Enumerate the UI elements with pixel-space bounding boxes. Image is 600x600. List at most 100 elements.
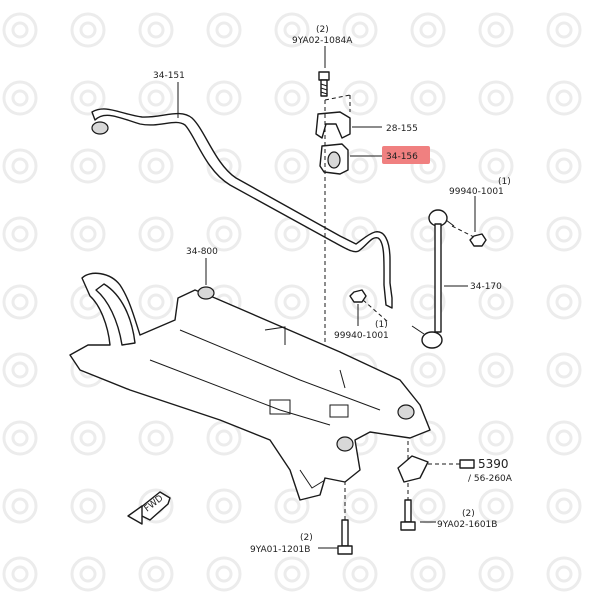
watermark-gear [410, 284, 446, 320]
watermark-gear [410, 352, 446, 388]
watermark-gear [138, 148, 174, 184]
watermark-gear [478, 216, 514, 252]
watermark-gear-inner [79, 565, 97, 583]
watermark-gear-inner [215, 429, 233, 447]
qty-bolt-bottom-right: (2) [462, 509, 475, 519]
watermark-gear [478, 556, 514, 592]
watermark-gear-inner [283, 565, 301, 583]
watermark-gear [478, 420, 514, 456]
watermark-gear-inner [419, 361, 437, 379]
watermark-gear [70, 148, 106, 184]
qty-nut-lower: (1) [375, 320, 388, 330]
qty-bolt-top: (2) [316, 25, 329, 35]
watermark-gear-inner [147, 89, 165, 107]
watermark-gear [274, 488, 310, 524]
watermark-gear-inner [11, 89, 29, 107]
watermark-gear-inner [215, 497, 233, 515]
watermark-gear-inner [555, 89, 573, 107]
watermark-gear [138, 420, 174, 456]
watermark-gear [70, 556, 106, 592]
watermark-gear [478, 488, 514, 524]
watermark-gear-inner [419, 225, 437, 243]
label-crossmember: 34-800 [186, 247, 218, 257]
watermark-gear-inner [555, 361, 573, 379]
watermark-gear-inner [351, 157, 369, 175]
watermark-gear-inner [487, 429, 505, 447]
watermark-gear-inner [555, 429, 573, 447]
watermark-gear [2, 12, 38, 48]
crossmember [69, 272, 431, 501]
watermark-gear [206, 148, 242, 184]
watermark-gear-inner [147, 429, 165, 447]
watermark-gear [342, 12, 378, 48]
watermark-gear [70, 216, 106, 252]
watermark-gear-inner [351, 497, 369, 515]
watermark-gear [342, 556, 378, 592]
watermark-gear [546, 12, 582, 48]
qty-nut-right: (1) [498, 177, 511, 187]
nut-lower [349, 289, 367, 303]
watermark-gear [478, 148, 514, 184]
label-bolt-bottom-right: 9YA02-1601B [437, 520, 497, 530]
watermark-gear [2, 148, 38, 184]
label-sensor-sub: / 56-260A [468, 474, 513, 484]
watermark-gear-inner [419, 565, 437, 583]
watermark-gear-inner [11, 565, 29, 583]
watermark-gear [206, 216, 242, 252]
watermark-gear [342, 148, 378, 184]
watermark-pattern [2, 12, 582, 592]
bolt-bottom-right [400, 499, 416, 531]
watermark-gear [2, 80, 38, 116]
watermark-gear [274, 80, 310, 116]
label-bolt-top: 9YA02-1084A [292, 36, 353, 46]
watermark-gear [70, 420, 106, 456]
label-stabilizer-bar: 34-151 [153, 71, 185, 81]
watermark-gear-inner [215, 225, 233, 243]
watermark-gear-inner [555, 565, 573, 583]
watermark-gear-inner [555, 157, 573, 175]
watermark-gear-inner [147, 157, 165, 175]
highlight-34-156 [382, 146, 430, 164]
watermark-gear-inner [79, 225, 97, 243]
watermark-gear-inner [11, 429, 29, 447]
watermark-gear [478, 12, 514, 48]
watermark-gear-inner [79, 89, 97, 107]
watermark-gear [274, 148, 310, 184]
bushing [319, 143, 349, 175]
watermark-gear-inner [351, 21, 369, 39]
watermark-gear [342, 284, 378, 320]
watermark-gear-inner [555, 497, 573, 515]
watermark-gear [546, 488, 582, 524]
watermark-gear [206, 556, 242, 592]
control-link [411, 209, 455, 349]
watermark-gear-inner [419, 293, 437, 311]
watermark-gear-inner [11, 157, 29, 175]
watermark-gear-inner [215, 89, 233, 107]
watermark-gear [206, 12, 242, 48]
watermark-gear [2, 284, 38, 320]
watermark-gear [274, 556, 310, 592]
watermark-gear [546, 284, 582, 320]
watermark-gear-inner [487, 89, 505, 107]
watermark-gear-inner [351, 89, 369, 107]
bolt-bottom-left [337, 519, 353, 555]
watermark-gear [138, 80, 174, 116]
watermark-gear-inner [555, 293, 573, 311]
watermark-gear-inner [283, 21, 301, 39]
watermark-gear [410, 420, 446, 456]
watermark-gear [410, 12, 446, 48]
watermark-gear [410, 488, 446, 524]
watermark-gear-inner [79, 497, 97, 515]
watermark-gear-inner [487, 157, 505, 175]
watermark-gear [478, 284, 514, 320]
watermark-gear-inner [555, 225, 573, 243]
bolt-top [318, 71, 330, 97]
watermark-gear [410, 80, 446, 116]
watermark-gear [2, 488, 38, 524]
watermark-gear-inner [11, 225, 29, 243]
watermark-gear [206, 488, 242, 524]
fwd-arrow: FWD [127, 491, 171, 525]
watermark-gear [138, 12, 174, 48]
